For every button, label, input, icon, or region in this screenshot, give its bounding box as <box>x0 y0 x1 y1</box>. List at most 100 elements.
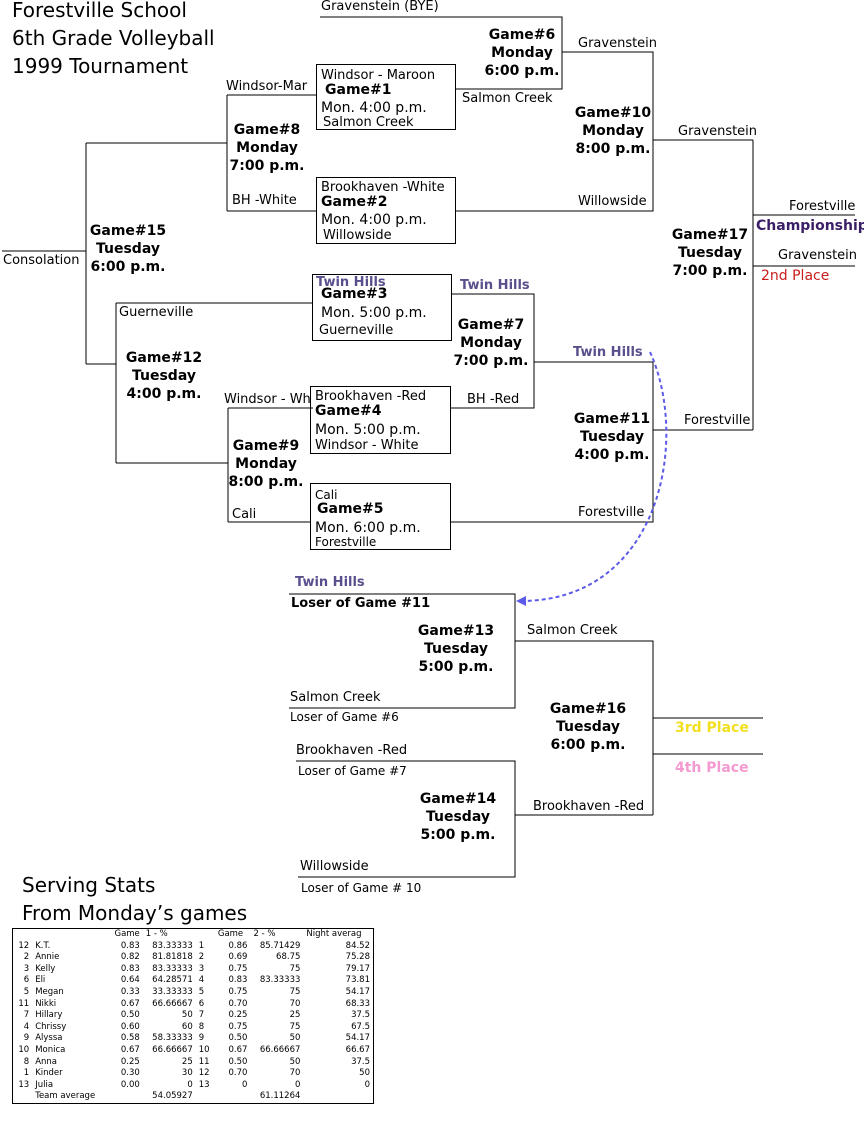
game3-time: Mon. 5:00 p.m. <box>321 305 427 321</box>
stats-cell: 0.70 <box>228 1068 248 1079</box>
forestville-g5-label: Forestville <box>578 505 645 520</box>
stats-cell: 7 <box>23 1010 30 1021</box>
game14-name: Game#14 <box>419 791 497 807</box>
game1-box: Windsor - Maroon Game#1 Mon. 4:00 p.m. S… <box>316 64 456 130</box>
stats-cell: 7 <box>198 1010 205 1021</box>
game10-day: Monday <box>582 123 644 139</box>
twin-hills-g11-label: Twin Hills <box>573 345 643 360</box>
stats-cell: 37.5 <box>351 1056 370 1067</box>
salmon-creek-g13b-label: Salmon Creek <box>290 690 381 705</box>
cali-label: Cali <box>232 507 257 522</box>
fourth-place-label: 4th Place <box>675 760 749 776</box>
stats-cell: 60 <box>181 1021 193 1032</box>
stats-team-cell: 61.11264 <box>259 1091 301 1102</box>
game6-day: Monday <box>491 45 553 61</box>
gravenstein-g10-label: Gravenstein <box>678 124 758 139</box>
stats-cell: Hillary <box>35 1010 63 1021</box>
stats-cell: 8 <box>23 1056 30 1067</box>
stats-team-cell <box>303 1091 373 1103</box>
second-place-label: 2nd Place <box>761 268 830 284</box>
stats-cell: 9 <box>23 1033 30 1044</box>
game9-time: 8:00 p.m. <box>228 474 304 490</box>
game4-time: Mon. 5:00 p.m. <box>315 422 421 438</box>
stats-cell: 79.17 <box>345 963 370 974</box>
game2-team-top: Brookhaven -White <box>321 180 445 195</box>
game1-team-top: Windsor - Maroon <box>321 68 436 83</box>
stats-cell: 12 <box>198 1068 210 1079</box>
stats-cell: 83.33333 <box>152 940 193 951</box>
stats-cell: Chrissy <box>35 1021 67 1032</box>
game5-team-top: Cali <box>315 488 338 502</box>
stats-cell: 1 <box>23 1068 30 1079</box>
stats-cell: 66.66667 <box>152 1044 193 1055</box>
game7-name: Game#7 <box>457 317 525 333</box>
stats-cell: Kinder <box>35 1068 63 1079</box>
game15-day: Tuesday <box>96 241 160 257</box>
stats-cell: 25 <box>181 1056 193 1067</box>
stats-header-cell: Night averag <box>306 929 362 939</box>
stats-cell: 5 <box>23 986 30 997</box>
game7-label: Game#7 Monday 7:00 p.m. <box>443 316 539 370</box>
stats-cell: Annie <box>35 952 60 963</box>
stats-cell: 0.30 <box>120 1068 140 1079</box>
stats-cell: 0.50 <box>228 1056 248 1067</box>
willowside-g10-label: Willowside <box>578 194 647 209</box>
stats-cell: 68.75 <box>276 952 301 963</box>
stats-cell: Julia <box>35 1079 54 1090</box>
game4-box: Brookhaven -Red Game#4 Mon. 5:00 p.m. Wi… <box>310 386 451 454</box>
stats-header-cell: 1 - % <box>145 929 168 939</box>
windsor-wh-label: Windsor - Wh <box>224 392 311 407</box>
guerneville-label: Guerneville <box>119 305 194 320</box>
loser-g6-label: Loser of Game #6 <box>290 710 399 724</box>
stats-header-cell <box>196 929 215 941</box>
game15-time: 6:00 p.m. <box>90 259 166 275</box>
twin-hills-g7-label: Twin Hills <box>460 278 530 293</box>
stats-team-cell <box>13 1091 33 1103</box>
stats-cell: 0.67 <box>120 998 140 1009</box>
stats-cell: 84.52 <box>345 940 370 951</box>
game8-time: 7:00 p.m. <box>229 158 305 174</box>
windsor-mar-label: Windsor-Mar <box>226 79 308 94</box>
game2-team-bottom: Willowside <box>323 228 392 243</box>
game3-name: Game#3 <box>321 286 388 302</box>
game4-team-top: Brookhaven -Red <box>315 389 427 404</box>
brookhaven-red-g14-label: Brookhaven -Red <box>296 743 408 758</box>
stats-cell: 67.5 <box>351 1021 370 1032</box>
game11-day: Tuesday <box>580 429 644 445</box>
game13-label: Game#13 Tuesday 5:00 p.m. <box>408 622 504 676</box>
stats-cell: 85.71429 <box>259 940 301 951</box>
loser-g7-label: Loser of Game #7 <box>298 764 407 778</box>
stats-cell: 0 <box>364 1079 370 1090</box>
game15-name: Game#15 <box>89 223 167 239</box>
stats-cell: 9 <box>198 1033 205 1044</box>
third-place-label: 3rd Place <box>675 720 749 736</box>
stats-cell: 0.00 <box>120 1079 140 1090</box>
stats-cell: 0 <box>294 1079 301 1090</box>
stats-cell: 3 <box>198 963 205 974</box>
bh-white-label: BH -White <box>232 193 297 208</box>
stats-cell: 13 <box>18 1079 30 1090</box>
stats-title-line-2: From Monday’s games <box>22 901 248 925</box>
stats-cell: 0.33 <box>120 986 140 997</box>
game17-day: Tuesday <box>678 245 742 261</box>
stats-cell: 83.33333 <box>259 975 301 986</box>
game6-label: Game#6 Monday 6:00 p.m. <box>474 26 570 80</box>
stats-cell: 1 <box>198 940 205 951</box>
game10-time: 8:00 p.m. <box>575 141 651 157</box>
stats-cell: 50 <box>359 1068 370 1079</box>
stats-cell: 58.33333 <box>152 1033 193 1044</box>
game14-day: Tuesday <box>426 809 490 825</box>
game6-time: 6:00 p.m. <box>484 63 560 79</box>
game17-time: 7:00 p.m. <box>672 263 748 279</box>
stats-cell: 3 <box>23 963 30 974</box>
stats-cell: 75 <box>289 963 301 974</box>
game13-name: Game#13 <box>417 623 495 639</box>
